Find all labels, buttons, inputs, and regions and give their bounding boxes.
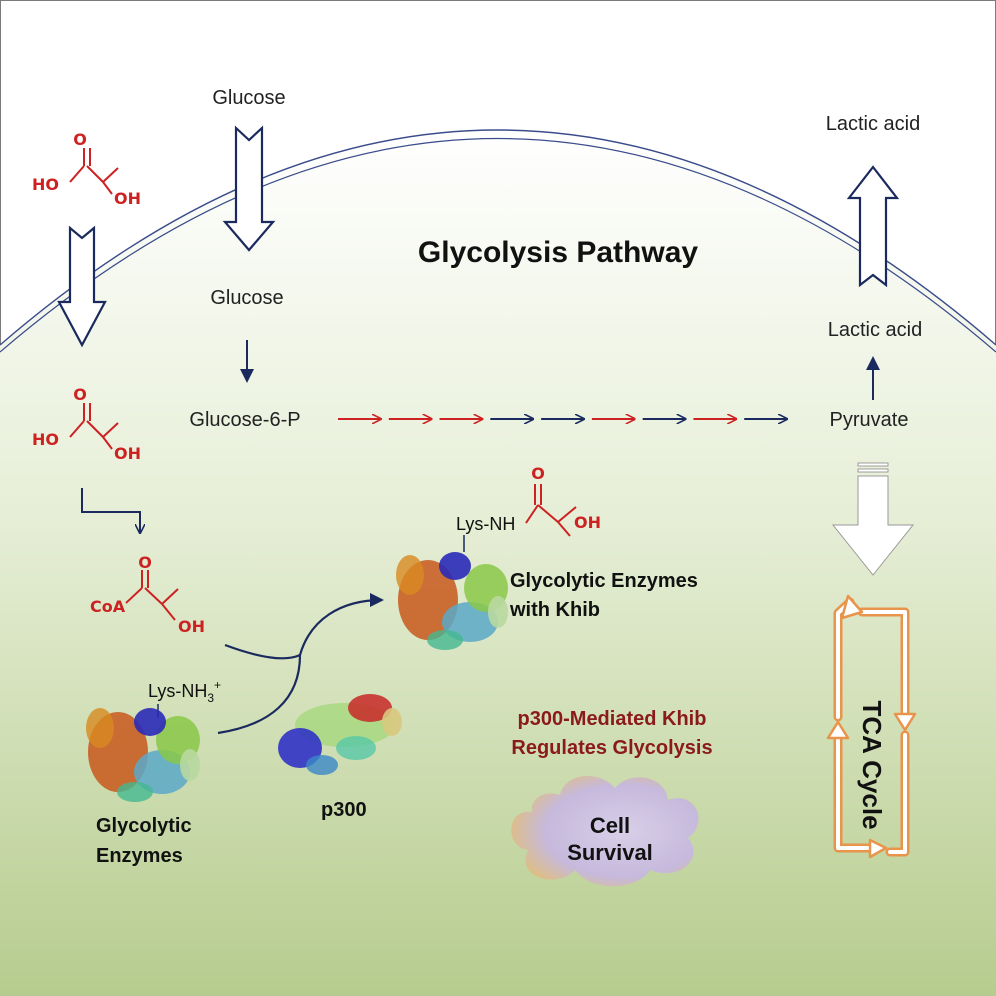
lactate-export-arrow bbox=[846, 165, 900, 288]
cell-survival-cloud bbox=[511, 775, 699, 887]
tca-arrowheads bbox=[826, 594, 917, 859]
enzymes-line1: Glycolytic bbox=[96, 815, 192, 837]
hib-molecule-outside bbox=[69, 148, 119, 195]
survival-line2: Survival bbox=[567, 840, 653, 865]
p300-protein bbox=[278, 694, 402, 775]
coa-label: CoA bbox=[90, 597, 126, 616]
pyruvate-to-tca-arrow bbox=[831, 462, 915, 576]
coa-oh-label: OH bbox=[178, 617, 205, 636]
hib-ho-label: HO bbox=[32, 175, 59, 194]
lactic-inside-label: Lactic acid bbox=[828, 319, 923, 341]
glucose6p-label: Glucose-6-P bbox=[189, 409, 300, 431]
glucose-inside-label: Glucose bbox=[210, 287, 283, 309]
enzyme-khib-protein bbox=[396, 552, 508, 650]
hib-o-label: O bbox=[73, 130, 87, 149]
p300-label: p300 bbox=[321, 799, 367, 821]
hib-uptake-arrow bbox=[57, 225, 107, 348]
coa-conversion-arrow bbox=[81, 488, 140, 533]
glucose-outside-label: Glucose bbox=[212, 87, 285, 109]
khib-o-label: O bbox=[531, 464, 545, 483]
pyruvate-label: Pyruvate bbox=[830, 409, 909, 431]
khib-reaction-arrow bbox=[217, 593, 384, 735]
enzyme-protein bbox=[86, 708, 200, 802]
cell-body bbox=[0, 130, 996, 996]
regulation-line1: p300-Mediated Khib bbox=[518, 708, 707, 730]
hib-in-ho-label: HO bbox=[32, 430, 59, 449]
lys-nh3-label: Lys-NH3+ bbox=[148, 678, 221, 705]
tca-cycle-label: TCA Cycle bbox=[857, 700, 887, 829]
lactic-outside-label: Lactic acid bbox=[826, 113, 921, 135]
hib-oh-label: OH bbox=[114, 189, 141, 208]
coa-o-label: O bbox=[138, 553, 152, 572]
khib-oh-label: OH bbox=[574, 513, 601, 532]
lys-nh-label: Lys-NH bbox=[456, 514, 515, 534]
enzymes-khib-line1: Glycolytic Enzymes bbox=[510, 570, 698, 592]
hib-in-o-label: O bbox=[73, 385, 87, 404]
glucose-uptake-arrow bbox=[222, 125, 276, 252]
khib-molecule bbox=[525, 484, 577, 537]
enzymes-line2: Enzymes bbox=[96, 845, 183, 867]
coa-reaction-curve bbox=[224, 643, 301, 660]
enzymes-khib-line2: with Khib bbox=[509, 599, 600, 621]
hib-coa-molecule bbox=[125, 570, 179, 621]
regulation-line2: Regulates Glycolysis bbox=[511, 737, 712, 759]
page-title: Glycolysis Pathway bbox=[418, 236, 698, 269]
survival-line1: Cell bbox=[590, 813, 630, 838]
hib-molecule-inside bbox=[69, 403, 119, 450]
hib-in-oh-label: OH bbox=[114, 444, 141, 463]
membrane-inner bbox=[0, 138, 996, 353]
membrane-outer bbox=[0, 129, 996, 346]
